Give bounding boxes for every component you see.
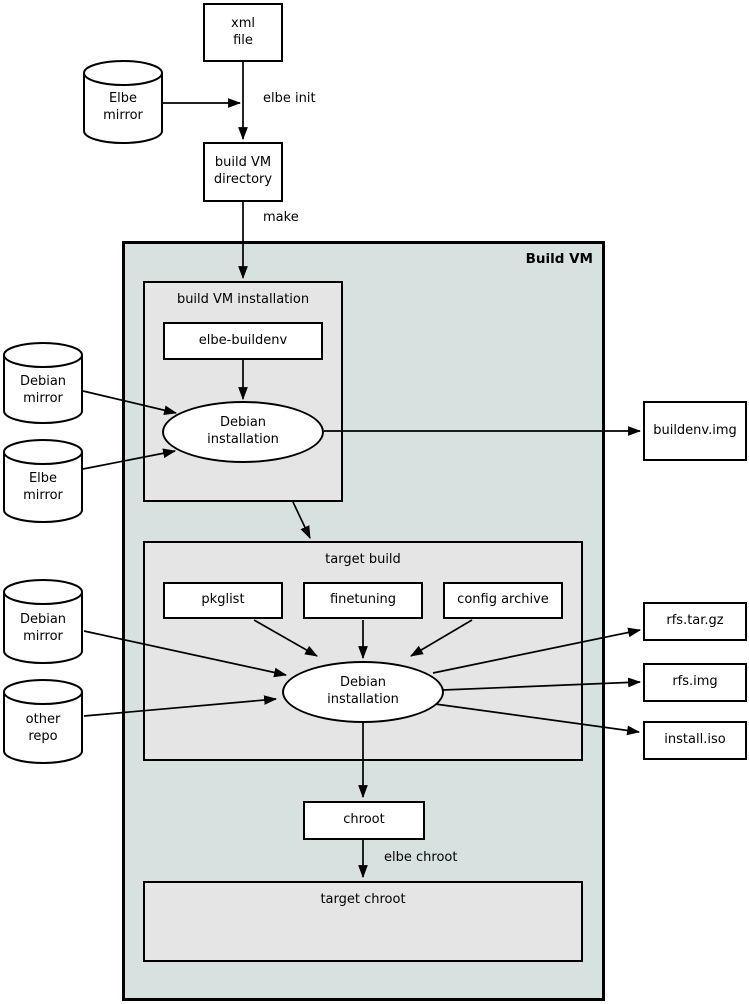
cylinder-label-debian-mirror-1: Debian mirror xyxy=(19,374,67,406)
cylinder-label-other-repo: other repo xyxy=(25,712,61,744)
node-xml-file-label: xml file xyxy=(231,15,255,48)
group-target-chroot: target chroot xyxy=(143,881,583,962)
node-chroot: chroot xyxy=(303,801,425,840)
node-pkglist: pkglist xyxy=(163,582,283,619)
arrow-elbemirror2-to-ellipse1 xyxy=(82,448,177,470)
node-rfs-img-label: rfs.img xyxy=(672,674,718,690)
node-debian-installation-2-label: Debian installation xyxy=(327,675,399,707)
arrows xyxy=(82,62,642,879)
node-config-archive: config archive xyxy=(443,582,563,619)
node-build-vm-directory: build VM directory xyxy=(203,142,283,202)
node-build-vm-directory-label: build VM directory xyxy=(213,155,273,187)
node-buildenv-img: buildenv.img xyxy=(643,401,747,461)
node-rfs-tar-gz-label: rfs.tar.gz xyxy=(666,613,724,629)
cylinder-elbe-mirror-top xyxy=(83,60,163,144)
node-finetuning: finetuning xyxy=(303,582,423,619)
cylinder-label-elbe-mirror-top: Elbe mirror xyxy=(103,91,143,123)
node-rfs-tar-gz: rfs.tar.gz xyxy=(643,602,747,641)
node-pkglist-label: pkglist xyxy=(201,592,245,608)
node-xml-file: xml file xyxy=(203,3,283,62)
arrow-configarchive-to-ellipse2 xyxy=(410,619,473,657)
node-elbe-buildenv-label: elbe-buildenv xyxy=(198,332,288,348)
arrow-debianmirror2-to-ellipse2 xyxy=(83,630,288,678)
group-build-vm-installation-title: build VM installation xyxy=(176,292,310,307)
arrow-pkglist-to-ellipse2 xyxy=(253,619,318,657)
cylinder-debian-mirror-2 xyxy=(3,579,83,664)
node-install-iso: install.iso xyxy=(643,721,747,760)
node-debian-installation-1-label: Debian installation xyxy=(207,415,279,447)
node-debian-installation-2: Debian installation xyxy=(282,661,444,723)
node-debian-installation-1: Debian installation xyxy=(162,401,324,463)
cylinder-label-elbe-mirror-2: Elbe mirror xyxy=(23,471,63,503)
node-finetuning-label: finetuning xyxy=(329,592,397,608)
group-target-build-title: target build xyxy=(325,552,401,567)
arrow-ellipse2-to-installiso xyxy=(434,703,641,736)
group-build-vm-installation: build VM installation xyxy=(143,281,343,502)
build-vm-label: Build VM xyxy=(525,251,593,267)
edge-label-elbe-init: elbe init xyxy=(263,91,316,106)
node-chroot-label: chroot xyxy=(343,812,385,828)
node-elbe-buildenv: elbe-buildenv xyxy=(163,322,323,360)
arrow-debianmirror1-to-ellipse1 xyxy=(82,390,178,416)
cylinder-other-repo xyxy=(3,679,83,764)
edge-label-make: make xyxy=(263,210,299,225)
arrow-installation-to-targetbuild xyxy=(292,501,311,539)
edge-label-elbe-chroot: elbe chroot xyxy=(384,850,458,865)
node-install-iso-label: install.iso xyxy=(664,732,726,748)
group-target-chroot-title: target chroot xyxy=(320,892,406,907)
arrow-otherrepo-to-ellipse2 xyxy=(83,695,278,717)
cylinder-label-debian-mirror-2: Debian mirror xyxy=(19,612,67,644)
node-config-archive-label: config archive xyxy=(457,592,549,608)
arrow-ellipse2-to-rfstargz xyxy=(432,627,642,674)
node-buildenv-img-label: buildenv.img xyxy=(653,422,737,438)
cylinder-debian-mirror-1 xyxy=(3,342,83,424)
node-rfs-img: rfs.img xyxy=(643,663,747,702)
arrow-ellipse2-to-rfsimg xyxy=(442,677,642,691)
cylinder-elbe-mirror-2 xyxy=(3,439,83,523)
